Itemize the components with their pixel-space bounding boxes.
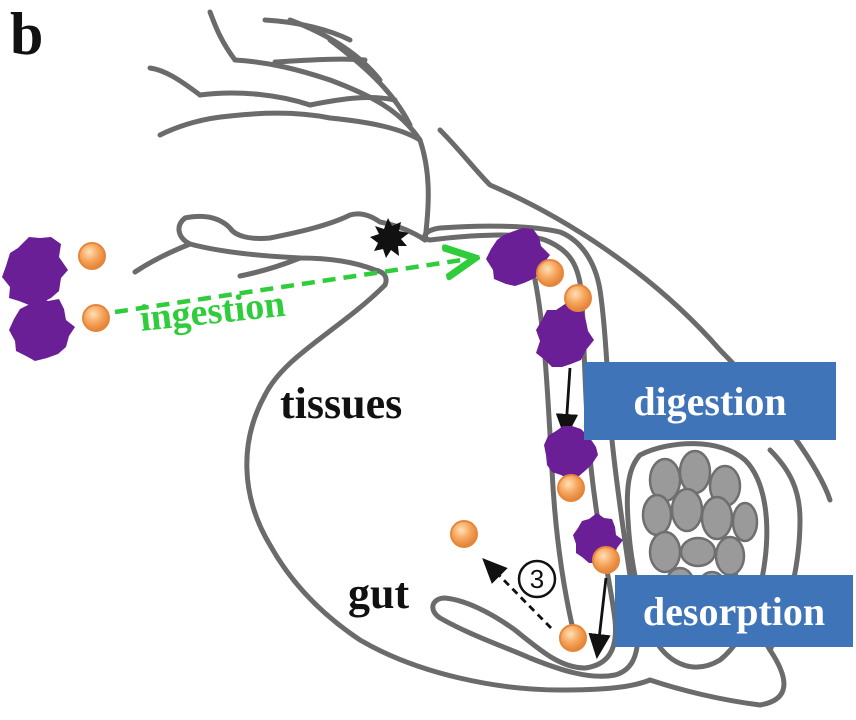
orange-bead-icon	[565, 285, 591, 311]
digestion-box: digestion	[584, 362, 836, 440]
orange-bead-icon	[451, 521, 477, 547]
tissues-label: tissues	[280, 382, 402, 426]
antenna-branches	[150, 12, 428, 240]
purple-spiky-particle-icon	[2, 237, 68, 305]
digestion-label: digestion	[633, 378, 786, 425]
digestion-arrow	[566, 368, 570, 428]
desorption-arrow	[598, 578, 606, 648]
desorption-label: desorption	[643, 588, 825, 635]
desorption-box: desorption	[615, 575, 853, 647]
orange-bead-icon	[593, 547, 619, 573]
orange-bead-icon	[558, 475, 584, 501]
orange-bead-icon	[79, 243, 105, 269]
step-number-badge: 3	[516, 558, 558, 600]
orange-bead-icon	[83, 305, 109, 331]
step-number: 3	[530, 564, 544, 594]
purple-spiky-particle-icon	[9, 297, 75, 361]
black-eye-icon	[370, 218, 409, 258]
gut-label: gut	[348, 572, 409, 616]
orange-bead-icon	[560, 625, 586, 651]
orange-bead-icon	[537, 260, 563, 286]
panel-label: b	[10, 4, 43, 64]
